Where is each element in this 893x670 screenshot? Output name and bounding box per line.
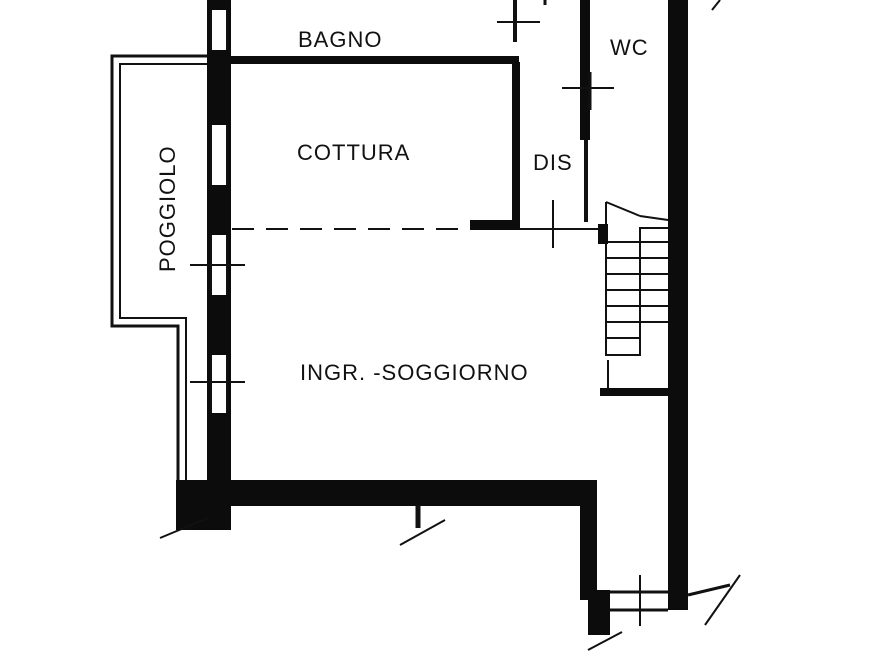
room-label-cottura: COTTURA [297, 140, 410, 165]
kitchen-wall [232, 62, 600, 248]
wc-walls [562, 0, 614, 222]
room-label-poggiolo: POGGIOLO [155, 145, 180, 272]
bathroom-wall [227, 0, 547, 64]
room-label-bagno: BAGNO [298, 27, 382, 52]
left-wall [190, 0, 245, 505]
bottom-walls [159, 480, 741, 651]
staircase [598, 201, 669, 396]
room-label-wc: WC [610, 35, 649, 60]
balcony [110, 54, 208, 530]
room-label-soggiorno: INGR. -SOGGIORNO [300, 360, 529, 385]
room-label-dis: DIS [533, 150, 573, 175]
right-wall [668, 0, 721, 610]
